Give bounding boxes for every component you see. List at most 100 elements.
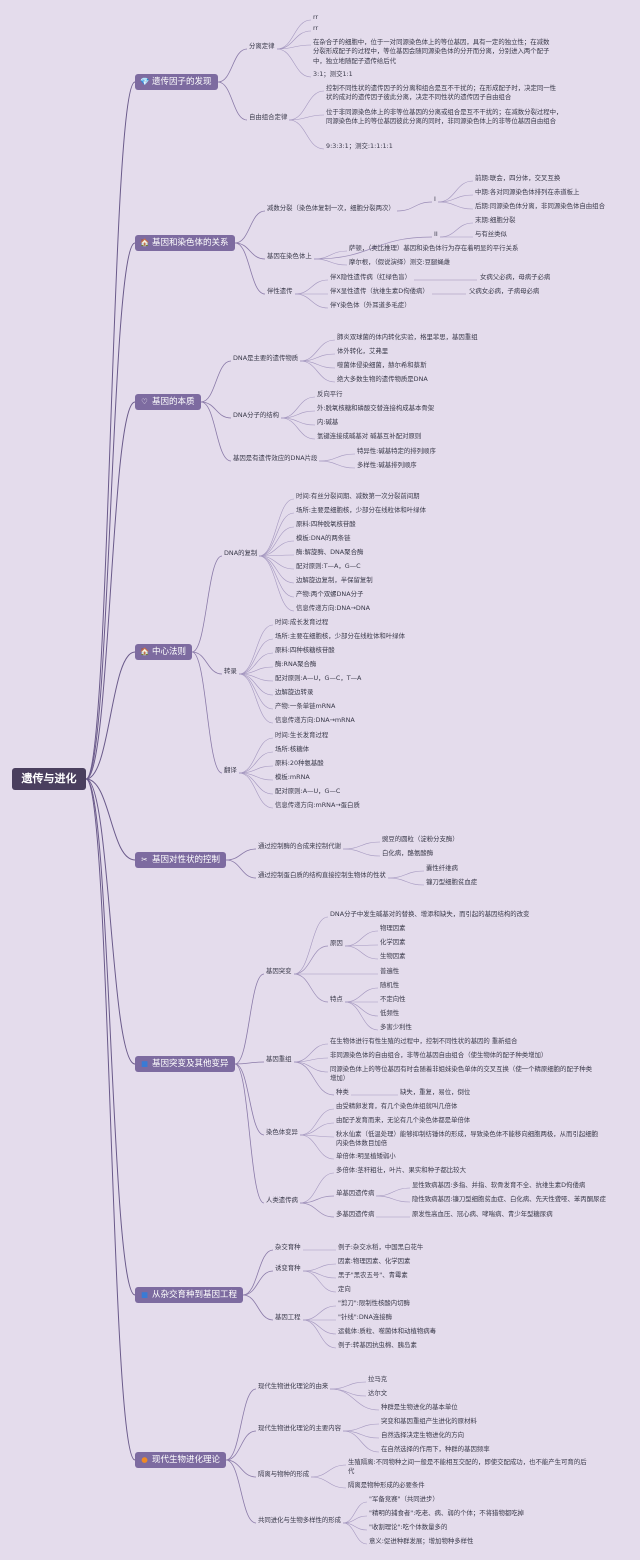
- connector-line: [242, 1249, 274, 1296]
- topic-node[interactable]: 基因重组: [266, 1055, 292, 1063]
- connector-line: [342, 848, 381, 857]
- category-node[interactable]: ■从杂交育种到基因工程: [135, 1287, 244, 1303]
- topic-node[interactable]: 伴性遗传: [267, 287, 293, 295]
- leaf-node: 原料:四种核糖核苷酸: [275, 646, 335, 654]
- connector-line: [238, 751, 274, 774]
- topic-node[interactable]: 基因在染色体上: [267, 252, 312, 260]
- topic-node[interactable]: 自由组合定律: [249, 113, 288, 121]
- topic-node[interactable]: 染色体变异: [266, 1128, 298, 1136]
- category-node[interactable]: ■基因突变及其他变异: [135, 1056, 235, 1072]
- orange-icon: ●: [141, 1455, 148, 1464]
- leaf-node: 不定向性: [380, 995, 406, 1003]
- category-node[interactable]: 🏠基因和染色体的关系: [135, 235, 235, 251]
- leaf-node: 种群是生物进化的基本单位: [381, 1403, 458, 1411]
- leaf-node: 豌豆的圆粒（淀粉分支酶）: [382, 835, 459, 843]
- leaf-node: 3:1；测交1:1: [313, 70, 353, 78]
- leaf-node: "军备竞赛"（共同进步）: [369, 1495, 439, 1503]
- topic-node[interactable]: 减数分裂（染色体复制一次，细胞分裂两次）: [267, 204, 395, 212]
- connector-line: [191, 651, 223, 774]
- topic-node[interactable]: 现代生物进化理论的由来: [258, 1382, 329, 1390]
- leaf-node: 边解旋边复制，半保留复制: [296, 576, 373, 584]
- connector-line: [85, 401, 136, 780]
- topic-node[interactable]: 共同进化与生物多样性的形成: [258, 1516, 342, 1524]
- connector-line: [299, 1195, 335, 1204]
- connector-line: [85, 778, 136, 1461]
- leaf-node: 随机性: [380, 981, 400, 989]
- subtopic-node[interactable]: 单基因遗传病: [336, 1189, 375, 1197]
- connector-line: [242, 1270, 274, 1296]
- connector-line: [313, 258, 348, 266]
- root-node[interactable]: 遗传与进化: [12, 768, 86, 790]
- topic-node[interactable]: DNA是主要的遗传物质: [233, 354, 299, 362]
- subtopic-node[interactable]: 特点: [330, 995, 343, 1003]
- connector-line: [387, 870, 425, 879]
- topic-node[interactable]: 现代生物进化理论的主要内容: [258, 1424, 342, 1432]
- topic-node[interactable]: 人类遗传病: [266, 1196, 298, 1204]
- connector-line: [329, 1381, 367, 1390]
- house-icon: 🏠: [140, 238, 150, 247]
- leaf-node: 在自然选择的作用下，种群的基因频率: [381, 1445, 490, 1453]
- leaf-node: 囊性纤维病: [426, 864, 458, 872]
- connector-line: [238, 673, 274, 710]
- topic-node[interactable]: 翻译: [224, 766, 237, 774]
- connector-line: [225, 848, 257, 861]
- leaf-node: 由受精卵发育，有几个染色体组就叫几倍体: [336, 1102, 458, 1110]
- connector-line: [85, 651, 136, 780]
- connector-line: [299, 1134, 335, 1138]
- connector-line: [299, 339, 336, 362]
- connector-line: [302, 1319, 337, 1335]
- leaf-node: 因素:物理因素、化学因素: [338, 1257, 411, 1265]
- square-icon: ■: [140, 1059, 149, 1068]
- topic-node[interactable]: 通过控制蛋白质的结构直接控制生物体的性状: [258, 871, 386, 879]
- category-node[interactable]: 💎遗传因子的发现: [135, 74, 218, 90]
- topic-node[interactable]: 基因工程: [275, 1313, 301, 1321]
- connector-line: [85, 778, 136, 861]
- subtopic-node[interactable]: 多基因遗传病: [336, 1210, 375, 1218]
- leaf-node: 前期:联会，四分体，交叉互换: [475, 174, 561, 182]
- leaf-node: 运载体:质粒、噬菌体和动植物病毒: [338, 1327, 437, 1335]
- connector-line: [276, 44, 312, 50]
- connector-line: [280, 417, 316, 440]
- topic-node[interactable]: 通过控制酶的合成来控制代谢: [258, 842, 342, 850]
- connector-line: [288, 90, 325, 121]
- connector-line: [302, 1305, 337, 1321]
- gem-icon: 💎: [140, 77, 150, 86]
- connector-line: [313, 236, 433, 260]
- connector-line: [200, 401, 232, 462]
- leaf-node: 信息传递方向:DNA→mRNA: [275, 716, 355, 724]
- leaf-node: 模板:DNA的两条链: [296, 534, 351, 542]
- topic-node[interactable]: 诱变育种: [275, 1264, 301, 1272]
- connector-line: [396, 201, 433, 212]
- leaf-node: 例子:转基因抗虫棉、胰岛素: [338, 1341, 417, 1349]
- topic-node[interactable]: 转录: [224, 667, 237, 675]
- connector-line: [299, 1108, 335, 1136]
- subtopic-node[interactable]: 种类: [336, 1088, 349, 1096]
- leaf-node: 噬菌体侵染细菌，赫尔希和蔡斯: [337, 361, 427, 369]
- topic-node[interactable]: 分离定律: [249, 42, 275, 50]
- topic-node[interactable]: 杂交育种: [275, 1243, 301, 1251]
- leaf-node: 信息传递方向:mRNA→蛋白质: [275, 801, 360, 809]
- connector-line: [280, 410, 316, 419]
- connector-line: [85, 778, 136, 1296]
- leaf-node: 隔离是物种形成的必要条件: [348, 1481, 425, 1489]
- topic-node[interactable]: DNA分子的结构: [233, 411, 280, 419]
- topic-node[interactable]: 隔离与物种的形成: [258, 1470, 310, 1478]
- leaf-node: 位于非同源染色体上的非等位基因的分离或组合是互不干扰的；在减数分裂过程中，同源染…: [326, 108, 563, 126]
- category-label: 基因和染色体的关系: [152, 238, 229, 248]
- category-node[interactable]: ●现代生物进化理论: [135, 1452, 227, 1468]
- connector-line: [217, 81, 248, 121]
- leaf-node: 配对原则:A—U，G—C，T—A: [275, 674, 362, 682]
- category-label: 中心法则: [152, 647, 187, 657]
- category-node[interactable]: 🏠中心法则: [135, 644, 193, 660]
- connector-line: [238, 638, 274, 675]
- connector-line: [258, 526, 295, 557]
- subtopic-node[interactable]: 原因: [330, 939, 343, 947]
- leaf-node: 产物:两个双螺DNA分子: [296, 590, 364, 598]
- topic-node[interactable]: DNA的复制: [224, 549, 258, 557]
- leaf-node: 原料:四种脱氧核苷酸: [296, 520, 356, 528]
- topic-node[interactable]: 基因是有遗传效应的DNA片段: [233, 454, 318, 462]
- category-node[interactable]: ✂基因对性状的控制: [135, 852, 227, 868]
- leaf-node: 在生物体进行有性生殖的过程中，控制不同性状的基因的 重新组合: [330, 1037, 518, 1045]
- topic-node[interactable]: 基因突变: [266, 967, 292, 975]
- category-node[interactable]: ♡基因的本质: [135, 394, 201, 410]
